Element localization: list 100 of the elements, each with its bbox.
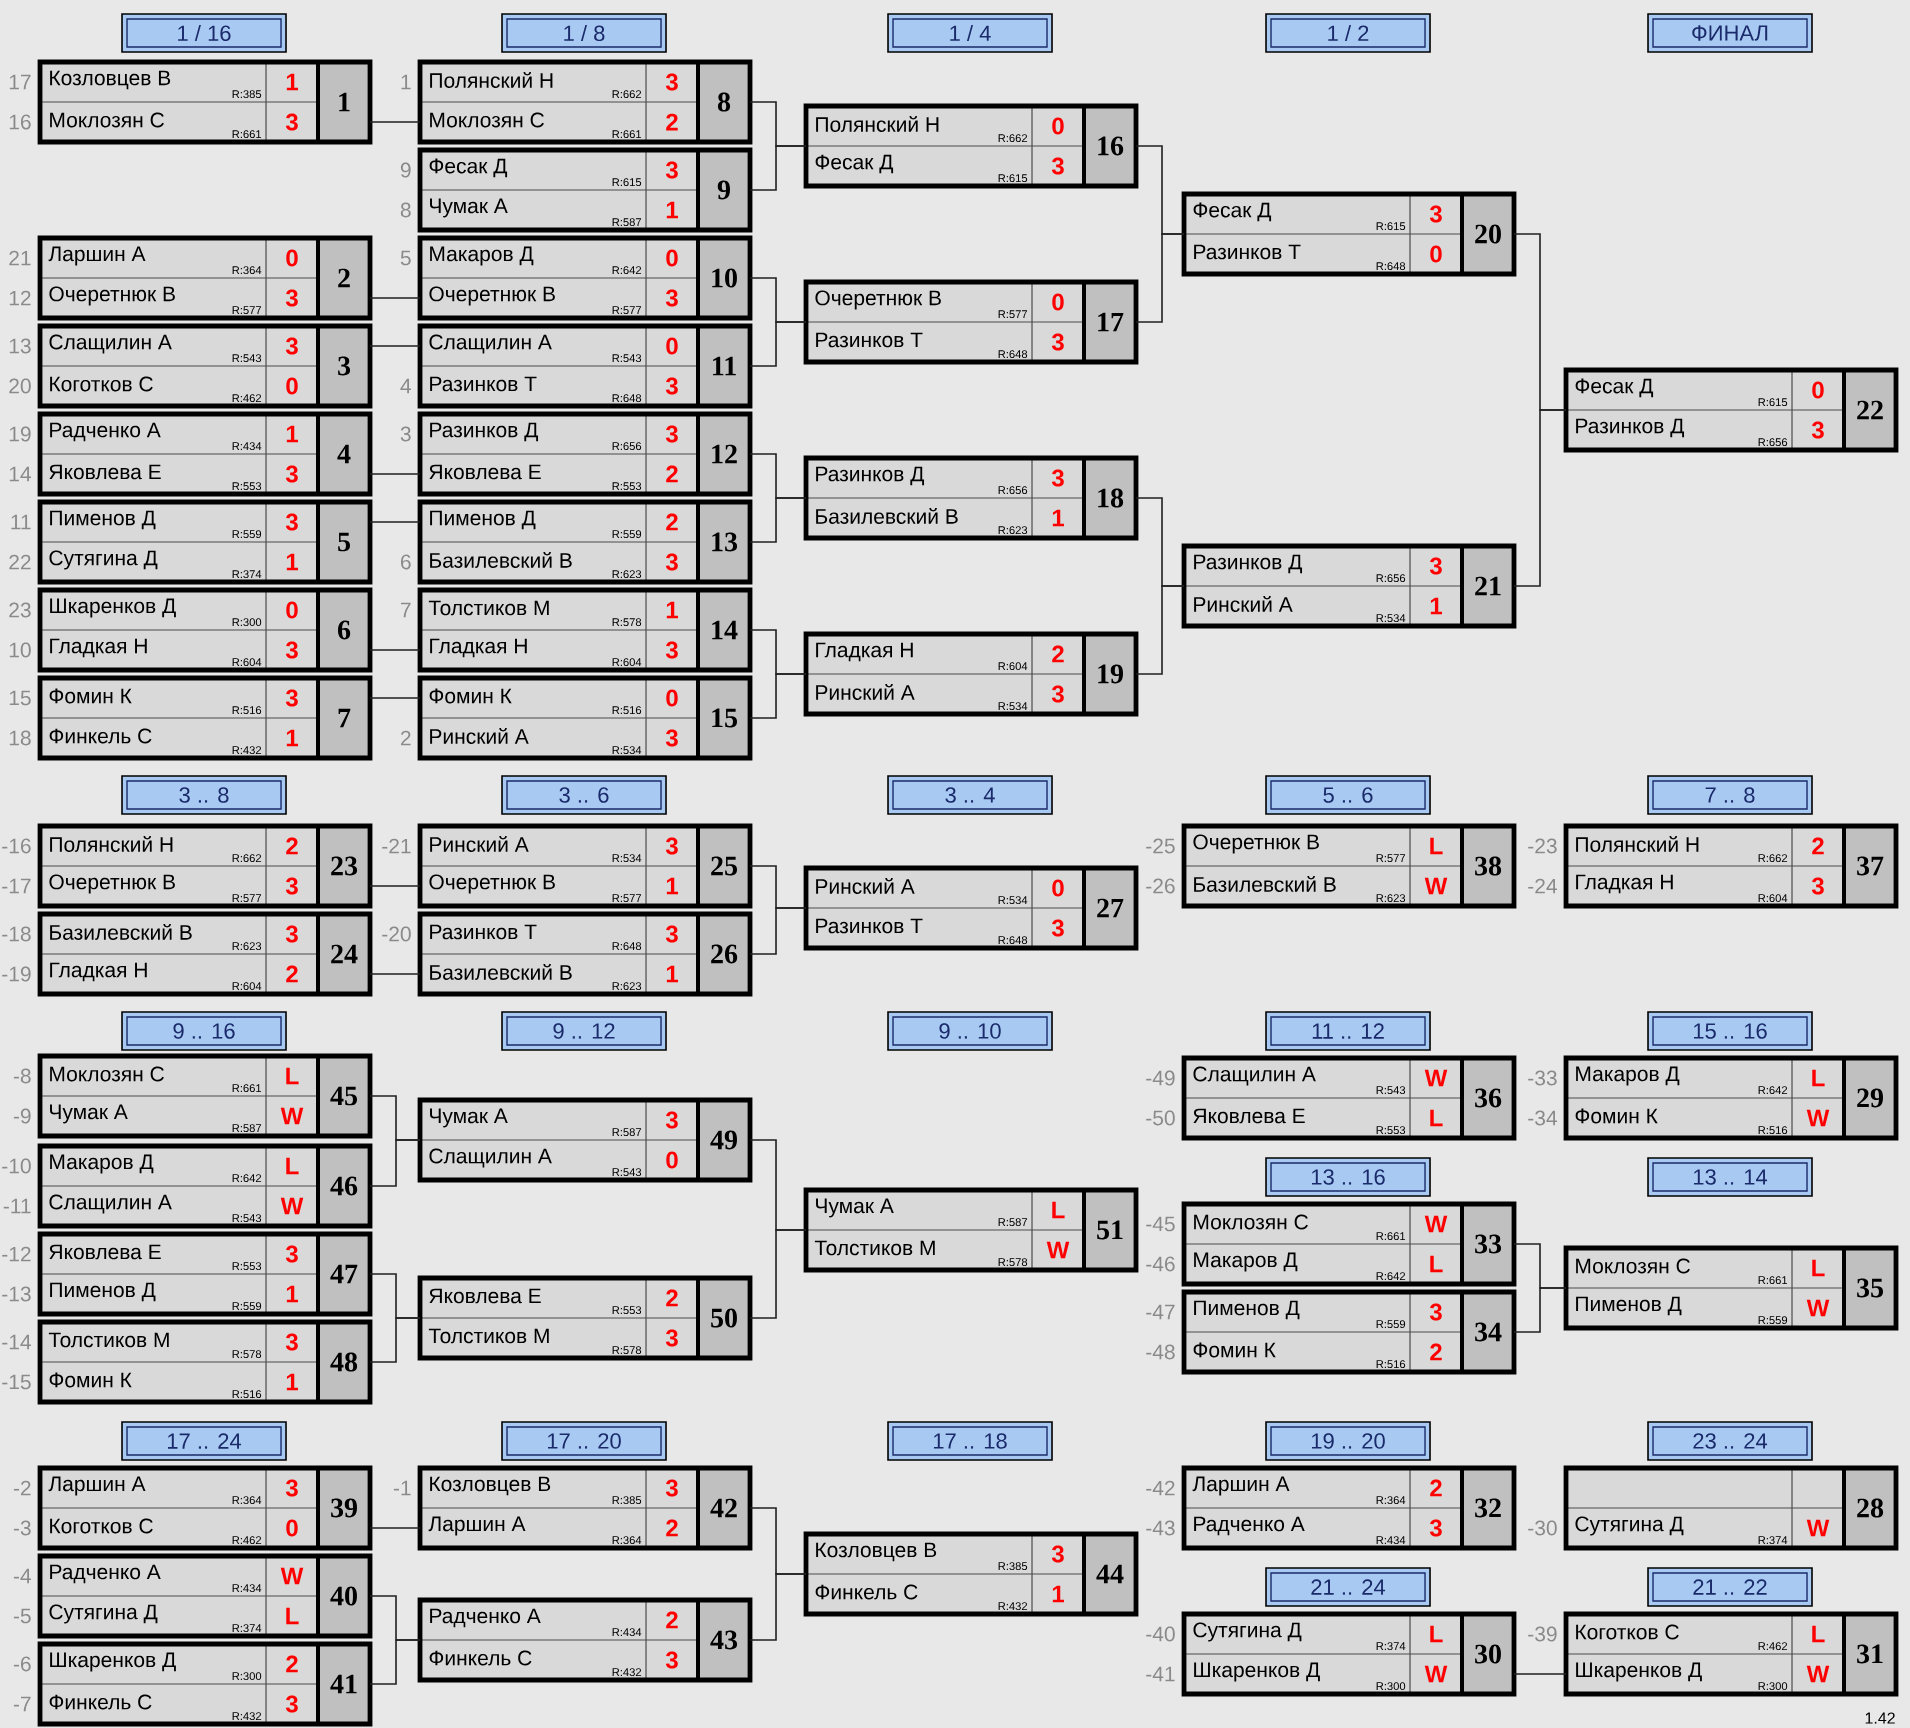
score: 3: [1429, 557, 1442, 575]
match-number: 46: [330, 1176, 358, 1196]
seed-number: -18: [2, 926, 31, 942]
seed-number: -24: [1528, 878, 1557, 894]
match-number: 23: [331, 856, 358, 876]
seed-number: -17: [2, 878, 31, 894]
score: 2: [286, 965, 298, 983]
seed-number: -40: [1146, 1626, 1175, 1642]
player-name: Коготков С: [1576, 1624, 1679, 1640]
score: 3: [285, 1245, 298, 1263]
stage-header: 15 .. 16: [1647, 1011, 1813, 1051]
match-number: 40: [330, 1586, 357, 1606]
player-name: Очеретнюк В: [815, 290, 941, 310]
score: W: [1806, 1665, 1830, 1683]
score: 3: [665, 1651, 678, 1669]
score: W: [1424, 1665, 1448, 1683]
player-name: Полянский Н: [816, 116, 939, 132]
match-number: 48: [330, 1352, 358, 1372]
match-box: [1146, 1611, 1517, 1697]
score: 0: [286, 377, 298, 395]
player-name: Чумак А: [816, 1198, 894, 1218]
score: L: [1812, 1625, 1825, 1643]
match-box: [393, 1465, 753, 1551]
player-name: Гладкая Н: [430, 638, 527, 658]
match-number: 31: [1857, 1644, 1883, 1664]
score: 1: [286, 553, 298, 571]
seed-number: -19: [2, 966, 31, 982]
score: 2: [286, 837, 298, 855]
match-number: 18: [1098, 488, 1124, 508]
score: 0: [666, 1151, 678, 1169]
seed-number: -30: [1528, 1520, 1557, 1536]
player-name: Радченко А: [1194, 1516, 1305, 1536]
match-number: 7: [338, 708, 351, 728]
score: 3: [665, 1479, 678, 1497]
seed-number: 5: [400, 250, 411, 266]
stage-header: 1 / 4: [887, 13, 1053, 53]
seed-number: -49: [1146, 1070, 1175, 1086]
seed-number: -1: [393, 1480, 411, 1496]
match-number: 47: [330, 1264, 358, 1284]
match-box: [13, 1465, 373, 1551]
match-number: 27: [1097, 898, 1124, 918]
stage-header: 19 .. 20: [1265, 1421, 1431, 1461]
score: 0: [286, 249, 298, 267]
score: W: [1424, 1215, 1448, 1233]
match-box: [13, 1553, 373, 1639]
match-box: [400, 147, 753, 233]
match-box: [1146, 1289, 1517, 1375]
seed-number: 3: [400, 426, 411, 442]
match-box: [1181, 191, 1517, 277]
stage-header: 7 .. 8: [1647, 775, 1813, 815]
bracket-line: [749, 145, 807, 191]
player-name: Разинков Т: [816, 332, 923, 348]
player-name: Очеретнюк В: [429, 874, 555, 894]
match-box: [400, 235, 753, 321]
player-name: Гладкая Н: [50, 962, 147, 982]
match-box: [13, 1641, 373, 1727]
seed-number: -6: [13, 1656, 31, 1672]
score: 2: [666, 1611, 678, 1629]
seed-number: -16: [2, 838, 31, 854]
player-name: Толстиков М: [428, 1328, 549, 1344]
player-name: Слащилин А: [429, 334, 552, 354]
player-name: Радченко А: [50, 422, 161, 442]
score: 3: [665, 377, 678, 395]
player-name: Базилевский В: [430, 552, 572, 568]
player-name: Очеретнюк В: [49, 874, 175, 894]
seed-number: -8: [13, 1068, 31, 1084]
player-name: Фомин К: [429, 688, 512, 704]
score: 2: [666, 465, 678, 483]
player-name: Разинков Т: [816, 918, 923, 934]
seed-number: -13: [2, 1286, 31, 1302]
match-box: [382, 911, 753, 997]
score: 3: [1429, 205, 1442, 223]
seed-number: -45: [1146, 1216, 1175, 1232]
match-box: [2, 911, 373, 997]
match-number: 6: [338, 620, 351, 640]
bracket-line: [749, 907, 807, 955]
seed-number: -11: [3, 1198, 31, 1214]
seed-number: -9: [13, 1108, 31, 1124]
match-box: [1146, 1465, 1517, 1551]
player-name: Яковлева Е: [49, 1244, 161, 1260]
match-box: [803, 631, 1139, 717]
seed-number: 7: [401, 602, 411, 618]
player-name: Фомин К: [49, 688, 132, 704]
match-number: 36: [1475, 1088, 1502, 1108]
player-name: Ринский А: [430, 836, 529, 852]
match-number: 51: [1097, 1220, 1123, 1240]
player-name: Яковлева Е: [429, 1288, 541, 1304]
seed-number: -47: [1146, 1304, 1175, 1320]
stage-header: 9 .. 12: [501, 1011, 667, 1051]
match-number: 4: [337, 444, 351, 464]
player-name: Базилевский В: [816, 508, 958, 524]
match-box: [417, 1597, 753, 1683]
stage-header: 17 .. 20: [501, 1421, 667, 1461]
player-name: Ларшин А: [428, 1516, 526, 1536]
match-box: [401, 59, 753, 145]
bracket-line: [369, 1527, 421, 1529]
player-name: Коготков С: [50, 1518, 153, 1534]
player-name: Толстиков М: [428, 600, 549, 616]
score: 3: [285, 641, 298, 659]
seed-number: 4: [400, 378, 411, 394]
